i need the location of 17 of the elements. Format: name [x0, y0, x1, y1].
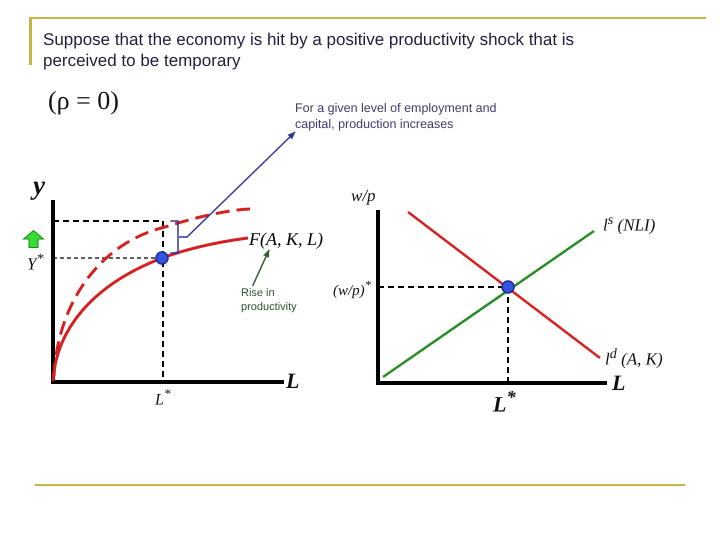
tick-label: L$^{*}$ [155, 386, 171, 410]
curve-label: l$^{s}$ (NLI) [603, 212, 656, 236]
axis-label: L [612, 370, 626, 396]
tick-label: Y$^{*}$ [27, 251, 44, 274]
tick-label: L$^{*}$ [493, 387, 516, 417]
tick-label: (w/p)$^{*}$ [333, 278, 371, 300]
callout-text: For a given level of employment and capital, production increases [295, 100, 531, 132]
axis-label: L [286, 368, 300, 394]
axis-label: w/p [351, 186, 376, 206]
curve-label: F(A, K, L) [249, 228, 323, 250]
curve-label: l$^{d}$ (A, K) [605, 346, 663, 370]
formula-text: (ρ = 0) [48, 86, 119, 116]
arrow [252, 249, 270, 286]
title-text: Suppose that the economy is hit by a positive productivity shock that is perceived to be temporary [43, 29, 576, 71]
annotation-text: Rise in productivity [241, 286, 309, 314]
bracket-mark [170, 220, 179, 254]
leader-arrow [179, 131, 296, 238]
